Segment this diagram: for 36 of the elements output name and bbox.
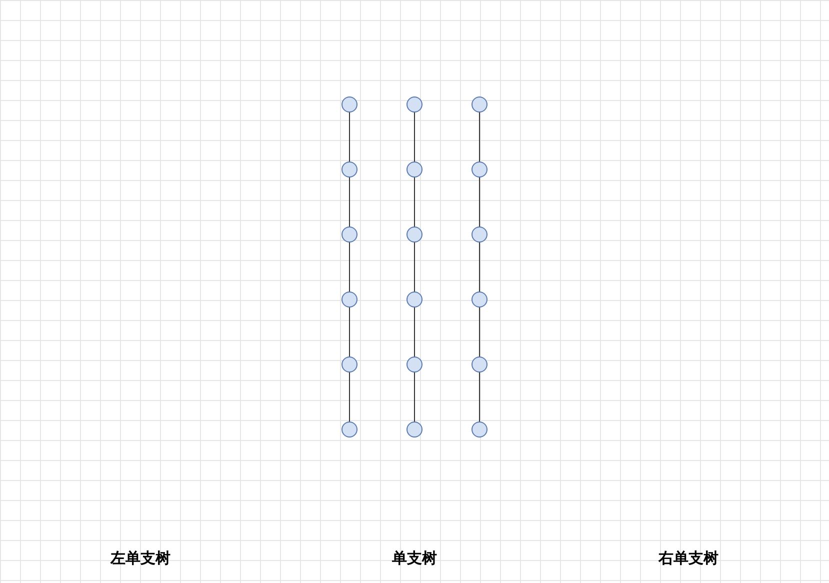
node-circle xyxy=(342,161,358,177)
node-circle xyxy=(406,421,422,437)
node-circle xyxy=(406,226,422,242)
connector xyxy=(349,176,350,227)
connector xyxy=(349,371,350,422)
node-circle xyxy=(406,356,422,372)
connector xyxy=(414,111,415,162)
connector xyxy=(479,306,480,357)
node-circle xyxy=(472,356,488,372)
node-circle xyxy=(472,421,488,437)
node-circle xyxy=(406,96,422,112)
connector xyxy=(479,176,480,227)
node-circle xyxy=(342,291,358,307)
node-circle xyxy=(342,421,358,437)
node-circle xyxy=(342,226,358,242)
connector xyxy=(349,111,350,162)
node-circle xyxy=(472,226,488,242)
node-circle xyxy=(472,291,488,307)
connector xyxy=(414,176,415,227)
tree-caption: 右单支树 xyxy=(658,548,718,568)
node-circle xyxy=(342,356,358,372)
connector xyxy=(349,306,350,357)
node-circle xyxy=(406,161,422,177)
tree-caption: 左单支树 xyxy=(110,548,171,568)
tree-caption: 单支树 xyxy=(392,548,437,568)
connector xyxy=(479,111,480,162)
node-circle xyxy=(342,96,358,112)
node-circle xyxy=(472,96,488,112)
node-circle xyxy=(406,291,422,307)
connector xyxy=(414,306,415,357)
connector xyxy=(349,241,350,292)
node-circle xyxy=(472,161,488,177)
connector xyxy=(414,241,415,292)
connector xyxy=(479,241,480,292)
connector xyxy=(414,371,415,422)
connector xyxy=(479,371,480,422)
